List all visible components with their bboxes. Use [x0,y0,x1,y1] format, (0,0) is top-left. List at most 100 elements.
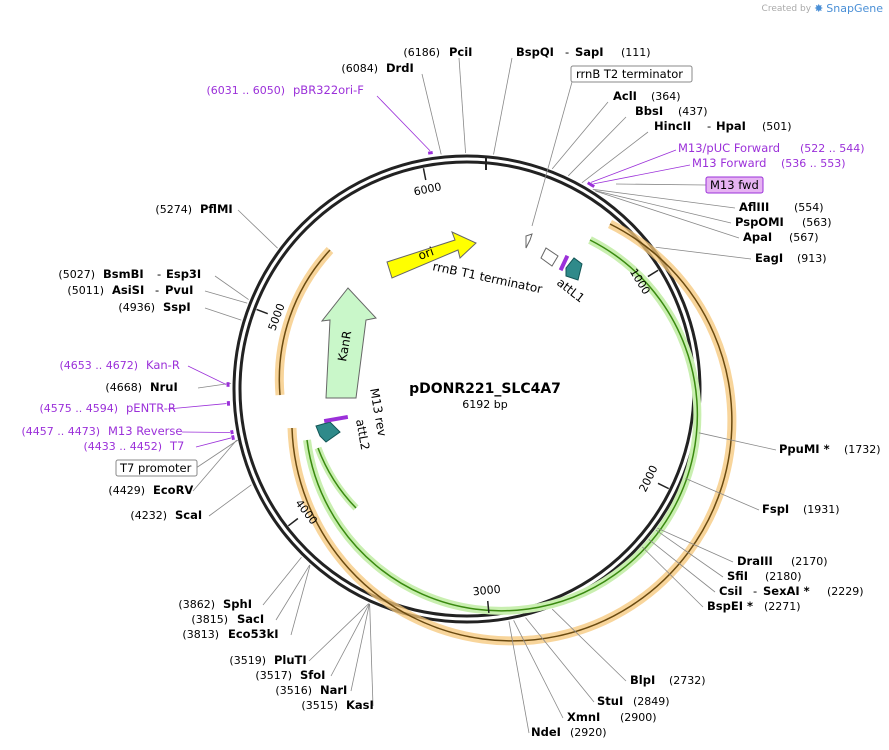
enzyme-name[interactable]: StuI [597,694,623,708]
enzyme-name[interactable]: NruI [150,380,178,394]
snapgene-name: SnapGene [826,2,883,15]
enzyme-name[interactable]: SphI [223,597,252,611]
enzyme-name[interactable]: CsiI [719,584,743,598]
primer-name[interactable]: pBR322ori-F [293,83,364,97]
enzyme-name[interactable]: XmnI [567,710,600,724]
attl2-label: attL2 [353,418,372,451]
enzyme-name[interactable]: NdeI [531,725,561,739]
enzyme-name[interactable]: Eco53kI [228,627,279,641]
enzyme-name[interactable]: PciI [449,45,472,59]
enzyme-pos: (111) [621,46,651,59]
tick-mark [256,308,269,315]
enzyme-name[interactable]: PluTI [274,653,307,667]
enzyme-pos: (2271) [764,600,801,613]
enzyme-name[interactable]: EagI [755,251,783,265]
enzyme-name[interactable]: BlpI [630,673,655,687]
enzyme-dash: - [753,584,757,598]
enzyme-pos: (2732) [669,674,706,687]
rrnb-t2-box[interactable] [570,65,693,83]
enzyme-dash: - [565,45,569,59]
enzyme-leader [551,101,609,170]
enzyme-name[interactable]: FspI [762,502,789,516]
snapgene-brand: Created by ✸ SnapGene [762,2,883,15]
enzyme-name[interactable]: SexAI * [763,584,810,598]
enzyme-name[interactable]: BspQI [516,45,554,59]
primer-name[interactable]: M13/pUC Forward [678,141,780,155]
primer-name[interactable]: M13 Forward [692,156,766,170]
enzyme-pos: (4936) [118,301,155,314]
enzyme-name[interactable]: SfiI [727,569,748,583]
snapgene-logo-icon: ✸ [814,2,824,15]
enzyme-name[interactable]: BsmBI [103,267,144,281]
enzyme-pos: (1931) [803,503,840,516]
primer-name[interactable]: Kan-R [146,358,180,372]
enzyme-name[interactable]: AsiSI [112,283,144,297]
enzyme-leader [581,131,649,184]
enzyme-pos: (2900) [620,711,657,724]
enzyme-pos: (2229) [827,585,864,598]
primer-labels: (6031 .. 6050) pBR322ori-F M13/pUC Forwa… [21,83,864,453]
enzyme-leader [508,621,530,734]
enzyme-name[interactable]: ApaI [743,230,772,244]
created-by-text: Created by [761,3,812,14]
primer-site-mark [427,150,433,155]
primer-marks [167,95,691,448]
enzyme-name[interactable]: PvuI [165,283,193,297]
enzyme-dash: - [157,267,161,281]
enzyme-name[interactable]: DraIII [737,554,773,568]
primer-leader [590,149,677,183]
primer-name[interactable]: T7 [169,439,184,453]
enzyme-name[interactable]: EcoRV [153,483,193,497]
enzyme-name[interactable]: NarI [320,683,347,697]
enzyme-leader [592,188,736,209]
enzyme-name[interactable]: AclI [613,89,637,103]
primer-leader [181,431,230,433]
enzyme-leader [204,307,242,321]
insert-arc-inner-line [317,447,357,509]
t7-promoter-box[interactable] [115,459,198,477]
enzyme-pos: (1732) [844,443,881,456]
enzyme-name[interactable]: PpuMI * [779,442,830,456]
enzyme-leader [369,603,374,707]
enzyme-name[interactable]: BspEI * [707,599,753,613]
m13-fwd-box[interactable] [705,176,764,194]
enzyme-name[interactable]: SapI [575,45,604,59]
plasmid-name: pDONR221_SLC4A7 [409,381,561,397]
attl2-site-mark [323,414,349,424]
boxed-feature-labels: rrnB T2 terminator M13 fwd T7 promoter [115,65,764,477]
primer-name[interactable]: pENTR-R [126,401,176,415]
feature-leader [531,81,573,227]
rrnb-t1-label: rrnB T1 terminator [431,259,543,296]
enzyme-name[interactable]: BbsI [635,104,663,118]
enzyme-name[interactable]: KasI [346,698,374,712]
primer-range: (536 .. 553) [781,157,846,170]
attl1-site-mark [558,254,570,272]
enzyme-name[interactable]: SacI [237,612,264,626]
enzyme-leader [685,478,760,511]
rrnb-t1-arrow [540,247,559,267]
enzyme-name[interactable]: Esp3I [166,267,201,281]
enzyme-name[interactable]: PflMI [200,202,233,216]
enzyme-pos: (364) [651,90,681,103]
orf-arcs [274,219,737,646]
enzyme-leader [657,527,734,563]
enzyme-pos: (3515) [301,699,338,712]
enzyme-name[interactable]: HpaI [716,119,746,133]
enzyme-dash: - [707,119,711,133]
enzyme-name[interactable]: SspI [163,300,191,314]
enzyme-name[interactable]: AflIII [739,200,769,214]
enzyme-name[interactable]: DrdI [386,61,414,75]
tick-label: 2000 [637,463,661,494]
rrnb-t2-label: rrnB T2 terminator [576,67,683,81]
enzyme-name[interactable]: ScaI [175,508,202,522]
primer-leader [593,164,691,185]
plasmid-size: 6192 bp [462,398,507,411]
backbone-outer [232,154,702,624]
primer-name[interactable]: M13 Reverse [108,424,182,438]
enzyme-name[interactable]: HincII [654,119,691,133]
enzyme-leader [192,439,237,492]
enzyme-name[interactable]: PspOMI [735,215,784,229]
attl1-arrow [565,257,583,281]
enzyme-name[interactable]: SfoI [300,668,325,682]
enzyme-pos: (3517) [255,669,292,682]
